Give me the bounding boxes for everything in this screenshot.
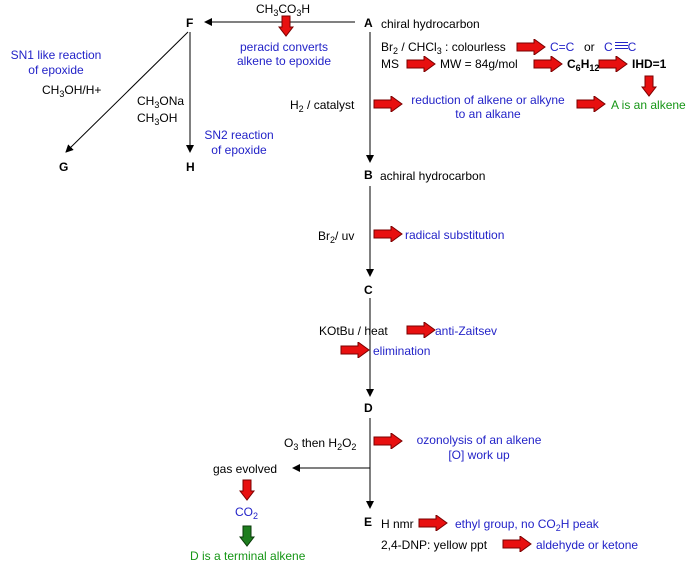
red-right-arrow-reduction <box>576 96 606 112</box>
red-right-arrow-formula <box>598 56 628 72</box>
note-elimination: elimination <box>373 344 431 358</box>
node-a: A <box>364 16 373 30</box>
red-down-arrow-ihd <box>641 75 657 97</box>
note-a-is-alkene: A is an alkene <box>611 98 686 112</box>
note-sn2-line1: SN2 reaction <box>204 128 274 142</box>
reagent-kotbu-heat: KOtBu / heat <box>319 324 388 338</box>
note-ihd: IHD=1 <box>632 57 667 71</box>
red-right-arrow-bruv <box>373 226 403 242</box>
node-f: F <box>186 16 194 30</box>
reagent-ch3oh-h: CH3OH/H+ <box>42 83 102 99</box>
note-ozonolysis-line1: ozonolysis of an alkene <box>416 433 542 447</box>
note-anti-zaitsev: anti-Zaitsev <box>435 324 498 338</box>
note-aldehyde-or-ketone: aldehyde or ketone <box>536 538 639 552</box>
reagent-peracid: CH3CO3H <box>256 2 311 18</box>
note-sn1-line2: of epoxide <box>28 63 84 77</box>
note-radical-substitution: radical substitution <box>405 228 505 242</box>
node-d: D <box>364 401 373 415</box>
node-h: H <box>186 160 195 174</box>
note-reduction-line2: to an alkane <box>455 107 521 121</box>
red-down-arrow-peracid <box>278 15 294 37</box>
red-right-arrow-br2 <box>516 39 546 55</box>
reagent-ch3ona: CH3ONa <box>137 94 185 110</box>
red-right-arrow-elimination <box>340 342 370 358</box>
red-right-arrow-h2 <box>373 96 403 112</box>
note-ozonolysis-line2: [O] work up <box>448 448 510 462</box>
reagent-h2-catalyst: H2 / catalyst <box>290 98 355 114</box>
note-or: or <box>584 40 595 54</box>
note-peracid-converts: peracid converts <box>239 40 329 54</box>
arrow-f-to-g <box>65 31 189 153</box>
red-right-arrow-mw <box>533 56 563 72</box>
reagent-br2-uv: Br2/ uv <box>318 229 355 245</box>
note-d-terminal-alkene: D is a terminal alkene <box>190 549 306 563</box>
node-b: B <box>364 168 373 182</box>
node-c: C <box>364 283 373 297</box>
note-reduction-line1: reduction of alkene or alkyne <box>411 93 565 107</box>
reagent-br2-chcl3: Br2 / CHCl3 : colourless <box>381 40 506 56</box>
note-sn2-line2: of epoxide <box>211 143 267 157</box>
note-alkene-to-epoxide: alkene to epoxide <box>236 54 332 68</box>
red-right-arrow-ms <box>406 56 436 72</box>
reagent-ms: MS <box>381 57 399 71</box>
node-g: G <box>59 160 69 174</box>
red-down-arrow-gas <box>239 479 255 501</box>
red-right-arrow-dnp <box>502 536 532 552</box>
desc-b-achiral-hydrocarbon: achiral hydrocarbon <box>380 169 486 183</box>
reagent-2-4-dnp: 2,4-DNP: yellow ppt <box>381 538 488 552</box>
desc-a-chiral-hydrocarbon: chiral hydrocarbon <box>381 17 480 31</box>
note-c-c-double: C=C <box>550 40 575 54</box>
green-down-arrow-co2 <box>239 525 255 547</box>
node-e: E <box>364 515 373 529</box>
red-right-arrow-o3 <box>373 433 403 449</box>
note-gas-evolved: gas evolved <box>213 462 278 476</box>
note-mw: MW = 84g/mol <box>440 57 518 71</box>
note-formula-c6h12: C6H12 <box>567 57 600 73</box>
note-sn1-line1: SN1 like reaction <box>10 48 102 62</box>
red-right-arrow-kotbu <box>406 322 436 338</box>
reagent-o3-h2o2: O3 then H2O2 <box>284 436 357 452</box>
red-right-arrow-hnmr <box>418 515 448 531</box>
note-co2: CO2 <box>235 505 259 521</box>
reagent-h-nmr: H nmr <box>381 517 414 531</box>
note-ethyl-group: ethyl group, no CO2H peak <box>455 517 599 533</box>
reagent-ch3oh: CH3OH <box>137 111 178 127</box>
